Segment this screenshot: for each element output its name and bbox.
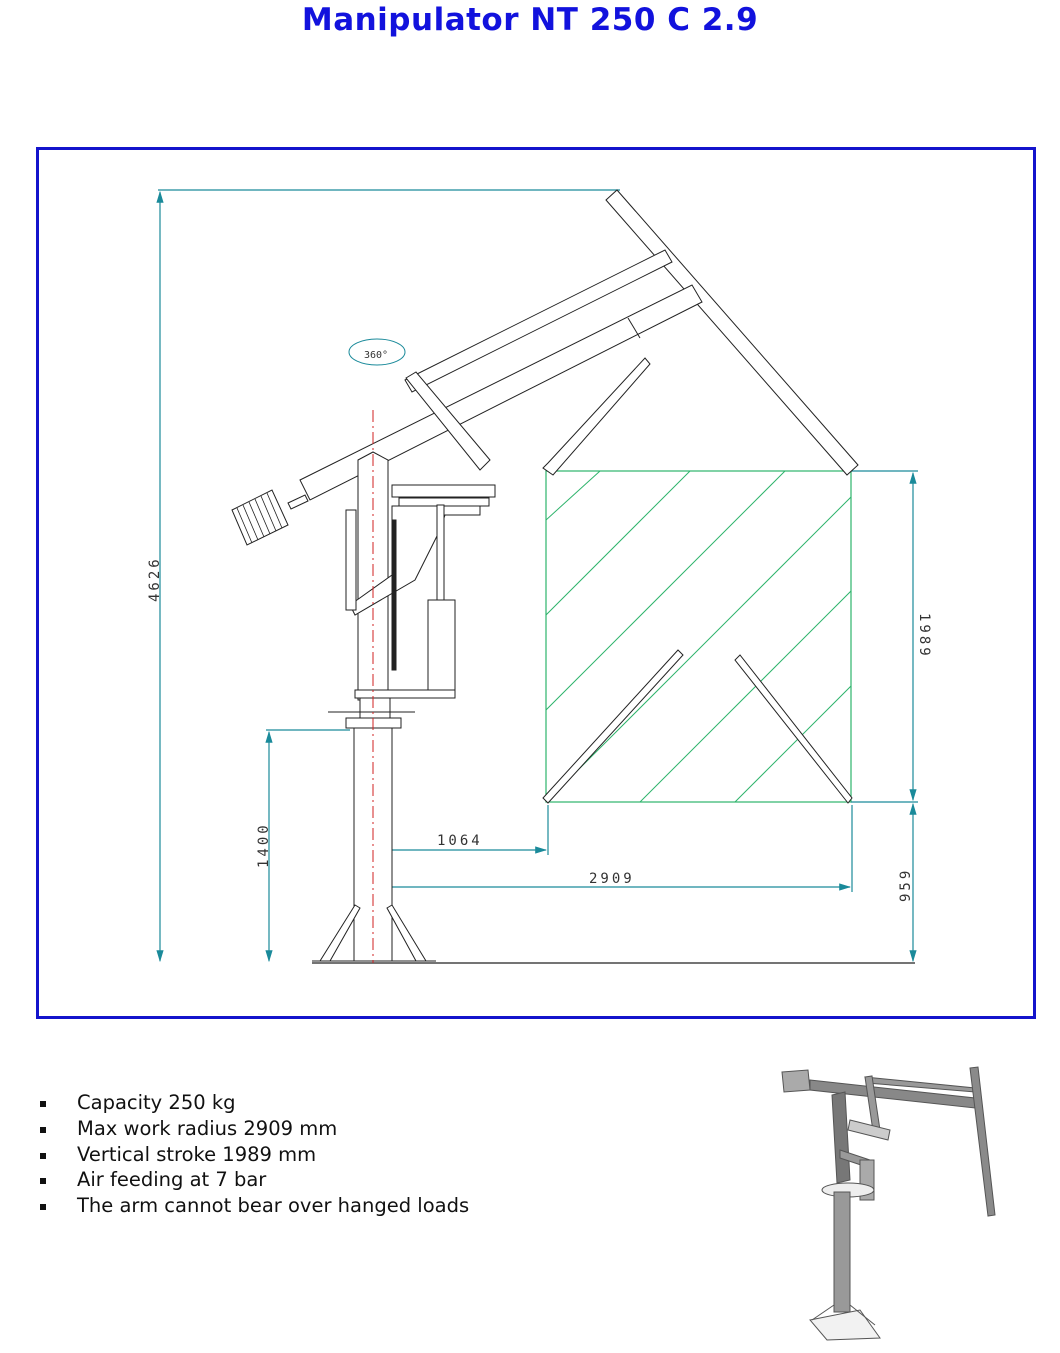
page-title: Manipulator NT 250 C 2.9 — [301, 2, 759, 38]
spec-text: Vertical stroke 1989 mm — [77, 1142, 317, 1166]
dim-1064: 1064 — [437, 833, 483, 849]
manipulator-3d-image — [781, 1066, 996, 1341]
dim-1989: 1989 — [916, 613, 932, 659]
spec-item: Vertical stroke 1989 mm — [40, 1142, 469, 1168]
bullet-icon — [40, 1204, 46, 1211]
bullet-icon — [40, 1152, 46, 1159]
rotation-indicator: 360° — [348, 338, 406, 366]
spec-item: Max work radius 2909 mm — [40, 1116, 469, 1142]
bullet-icon — [40, 1101, 46, 1107]
spec-text: The arm cannot bear over hanged loads — [77, 1194, 470, 1218]
spec-item: Capacity 250 kg — [40, 1090, 469, 1116]
spec-text: Capacity 250 kg — [77, 1091, 236, 1114]
dim-2909: 2909 — [589, 871, 635, 887]
spec-item: Air feeding at 7 bar — [40, 1167, 469, 1193]
dimension-lines — [156, 189, 918, 963]
bullet-icon — [40, 1126, 46, 1133]
dim-1400: 1400 — [256, 822, 272, 868]
spec-text: Max work radius 2909 mm — [77, 1116, 338, 1140]
bullet-icon — [40, 1178, 46, 1185]
drawing-frame — [36, 147, 1036, 1019]
svg-text:360°: 360° — [364, 350, 388, 361]
spec-text: Air feeding at 7 bar — [77, 1168, 267, 1192]
manipulator-side-view — [231, 189, 859, 962]
dim-4626: 4626 — [147, 556, 163, 602]
dim-959: 959 — [898, 868, 914, 902]
spec-item: The arm cannot bear over hanged loads — [40, 1193, 469, 1219]
work-area — [545, 470, 852, 803]
spec-list: Capacity 250 kg Max work radius 2909 mm … — [40, 1090, 469, 1219]
